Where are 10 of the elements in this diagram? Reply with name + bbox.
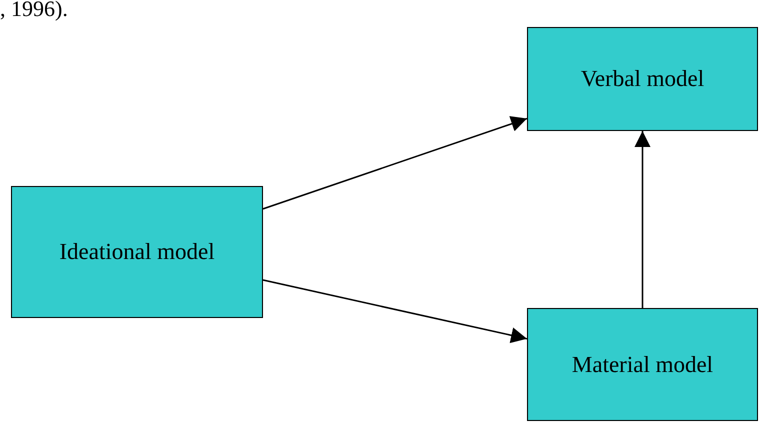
arrow [262,279,528,344]
arrow [634,131,650,308]
process-box [527,308,758,421]
process-box [11,186,263,318]
arrow [262,116,528,210]
box-label: Verbal model [580,66,704,92]
box-label: Material model [572,352,714,378]
citation-text: , 1996). [0,0,68,22]
process-box [527,27,758,131]
box-label: Ideational model [59,239,215,265]
